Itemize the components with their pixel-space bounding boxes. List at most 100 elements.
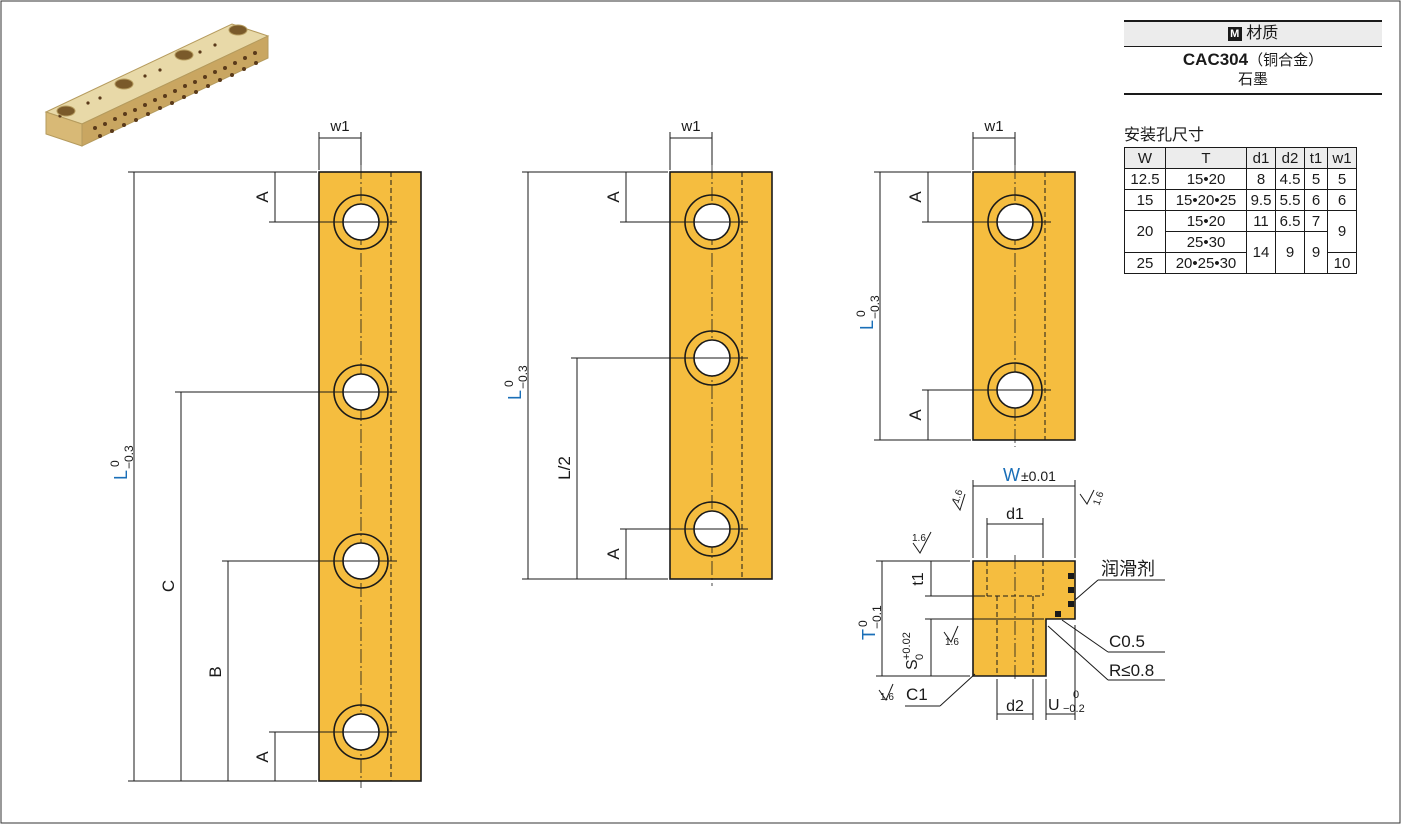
table-row: 15 15•20•25 9.5 5.5 6 6 [1124,189,1357,211]
material-name: CAC304 [1182,50,1249,69]
table-cell: 15 [1124,189,1166,211]
dim-label-a: A [604,548,623,560]
mount-table-block: 安装孔尺寸 W T d1 d2 t1 w1 12.5 15•20 8 4.5 5… [1124,121,1357,274]
u-tol-upper: 0 [1073,689,1079,701]
table-cell: 5.5 [1275,189,1305,211]
dim-label-a: A [253,751,272,763]
table-cell: 25 [1124,252,1166,274]
dim-label-a: A [906,409,925,421]
table-cell: 14 [1246,231,1276,274]
table-cell: 7 [1304,210,1328,232]
table-cell: 4.5 [1275,168,1305,190]
view-three-holes: w1 A A L/2 L 0 −0.3 [502,118,773,586]
dim-label-l-half: L/2 [555,456,574,480]
view-cross-section: W ±0.01 d1 d2 U 0 −0.2 t1 T 0 −0.1 S +0.… [856,465,1165,720]
product-photo [44,23,270,147]
bar-body-4 [318,171,422,782]
table-cell: 6 [1304,189,1328,211]
dim-label-t: T [859,629,879,640]
s-tol-lower: 0 [914,654,926,660]
table-header-row: W T d1 d2 t1 w1 [1124,147,1357,169]
s-tol-upper: +0.02 [901,632,913,660]
table-cell: 5 [1327,168,1357,190]
dim-label-l-group: L 0 −0.3 [502,365,530,400]
table-cell: 20•25•30 [1165,252,1247,274]
dim-label-w1: w1 [680,118,700,135]
col-header: T [1165,147,1247,169]
table-cell: 10 [1327,252,1357,274]
u-tol-lower: −0.2 [1063,703,1085,715]
table-row: 25 20•25•30 10 [1124,252,1357,274]
dim-label-w1: w1 [983,118,1003,135]
view-two-holes: w1 A A L 0 −0.3 [854,118,1076,447]
mount-table-title: 安装孔尺寸 [1124,127,1205,144]
col-header: w1 [1327,147,1357,169]
lubricant-label: 润滑剂 [1101,559,1155,579]
col-header: d1 [1246,147,1276,169]
table-cell: 9 [1327,210,1357,253]
l-tol-upper: 0 [854,310,868,317]
table-row: 12.5 15•20 8 4.5 5 5 [1124,168,1357,190]
roughness-mark: 1.6 [880,692,894,703]
table-cell: 15•20 [1165,210,1247,232]
roughness-mark: 1.6 [1091,490,1106,507]
table-cell: 20 [1124,210,1166,253]
view-four-holes: w1 A A B C L 0 −0.3 [108,118,422,788]
dim-label-a: A [604,191,623,203]
material-line2: 石墨 [1124,71,1382,95]
l-tol-lower: −0.3 [516,365,530,389]
dim-label-w1: w1 [329,118,349,135]
chamfer-c1-label: C1 [906,685,928,704]
table-cell: 6 [1327,189,1357,211]
l-tol-lower: −0.3 [122,445,136,469]
material-header: M 材质 [1124,20,1382,47]
dim-label-d2: d2 [1006,698,1024,715]
dim-label-c: C [159,580,178,592]
dim-label-a: A [906,191,925,203]
roughness-mark: 1.6 [912,533,926,544]
dim-label-l-group: L 0 −0.3 [854,295,882,330]
t-tol-upper: 0 [856,620,870,627]
dim-label-t1: t1 [910,572,927,585]
dim-label-s-group: S +0.02 0 [901,632,926,670]
l-tol-upper: 0 [108,460,122,467]
material-block: M 材质 CAC304（铜合金） 石墨 [1124,20,1382,95]
dim-label-t-group: T 0 −0.1 [856,605,884,640]
table-cell: 11 [1246,210,1276,232]
dim-label-l: L [857,320,877,330]
mount-table: W T d1 d2 t1 w1 12.5 15•20 8 4.5 5 5 15 … [1124,147,1357,274]
dim-label-d1: d1 [1006,506,1024,523]
roughness-mark: 1.6 [950,488,965,505]
material-badge-icon: M [1227,27,1242,41]
table-cell: 15•20•25 [1165,189,1247,211]
table-row: 20 15•20 11 6.5 7 9 [1124,210,1357,253]
col-header: t1 [1304,147,1328,169]
w-tol: ±0.01 [1021,468,1056,484]
table-cell: 8 [1246,168,1276,190]
dim-label-w: W [1003,465,1020,485]
l-tol-lower: −0.3 [868,295,882,319]
dim-label-a: A [253,191,272,203]
l-tol-upper: 0 [502,380,516,387]
bar-body-3 [669,171,773,580]
roughness-mark: 1.6 [945,637,959,648]
material-type: （铜合金） [1248,52,1324,69]
table-cell: 9 [1275,231,1305,274]
table-row: 25•30 14 9 9 [1125,231,1357,274]
material-line1: CAC304（铜合金） [1124,47,1382,71]
dim-label-s: S [904,659,921,670]
table-cell: 5 [1304,168,1328,190]
table-cell: 6.5 [1275,210,1305,232]
table-cell: 9 [1304,231,1328,274]
table-cell: 15•20 [1165,168,1247,190]
dim-label-l: L [111,470,131,480]
chamfer-c05-label: C0.5 [1109,632,1145,651]
col-header: d2 [1275,147,1305,169]
dim-label-l-group: L 0 −0.3 [108,445,136,480]
dim-label-l: L [505,390,525,400]
dim-label-u: U [1048,697,1060,714]
table-cell: 9.5 [1246,189,1276,211]
